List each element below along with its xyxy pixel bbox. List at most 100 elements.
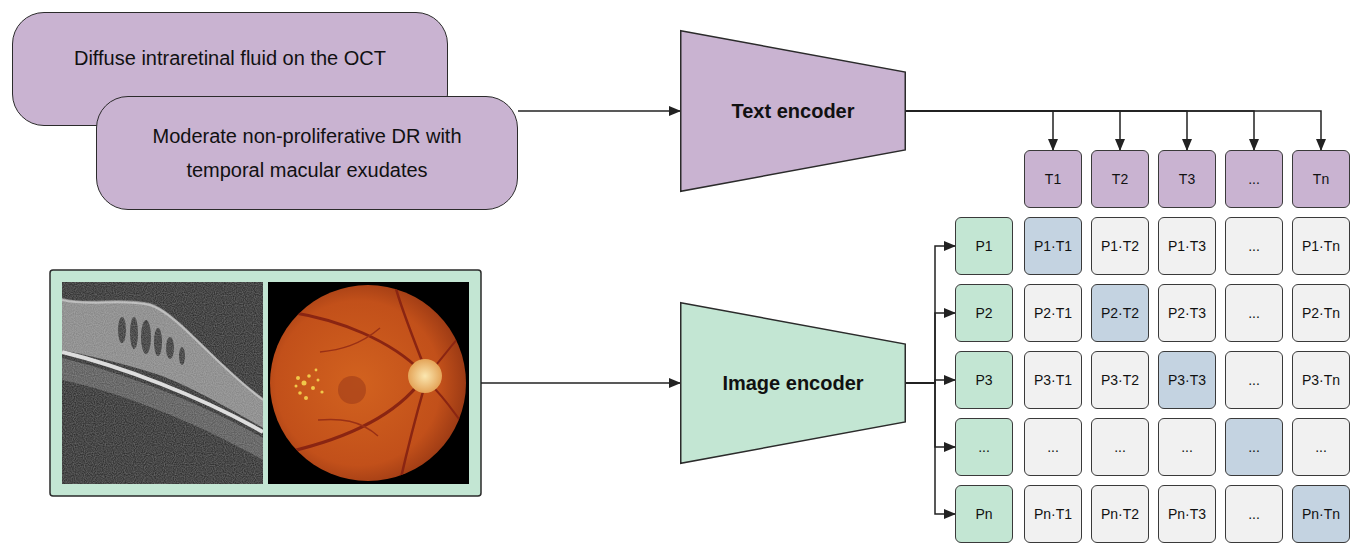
connector-arrow bbox=[906, 383, 955, 447]
matrix-cell: P1·T3 bbox=[1158, 217, 1216, 275]
oct-scan bbox=[62, 282, 263, 484]
cell-label: P1·T1 bbox=[1034, 238, 1072, 254]
matrix-cell: P3·Tn bbox=[1292, 351, 1350, 409]
finding-text-box: Moderate non-proliferative DR with tempo… bbox=[96, 96, 518, 210]
cell-label: Pn·Tn bbox=[1302, 506, 1340, 522]
cell-label: T1 bbox=[1045, 171, 1061, 187]
cell-label: ... bbox=[1248, 238, 1260, 254]
exudate bbox=[315, 369, 318, 372]
trapezoid-outline bbox=[681, 303, 906, 464]
cell-label: P2·T3 bbox=[1168, 305, 1206, 321]
connector-arrow bbox=[518, 110, 680, 112]
cell-label: ... bbox=[1047, 439, 1059, 455]
matrix-cell: P1 bbox=[955, 217, 1013, 275]
exudates bbox=[295, 369, 324, 400]
cell-label: ... bbox=[978, 439, 990, 455]
matrix-cell: ... bbox=[1225, 284, 1283, 342]
matrix-cell: P2·T2 bbox=[1091, 284, 1149, 342]
cell-label: Tn bbox=[1313, 171, 1329, 187]
cell-label: P2·T1 bbox=[1034, 305, 1072, 321]
matrix-cell: P3·T1 bbox=[1024, 351, 1082, 409]
cell-label: ... bbox=[1315, 439, 1327, 455]
cell-label: ... bbox=[1248, 305, 1260, 321]
cell-label: T3 bbox=[1179, 171, 1195, 187]
cell-label: P3·T2 bbox=[1101, 372, 1139, 388]
exudate bbox=[304, 396, 308, 400]
cell-label: T2 bbox=[1112, 171, 1128, 187]
encoder-label: Image encoder bbox=[722, 372, 863, 395]
exudate bbox=[307, 374, 311, 378]
oct-noise bbox=[62, 282, 263, 484]
finding-text: Moderate non-proliferative DR with tempo… bbox=[127, 119, 487, 187]
cell-label: Pn·T2 bbox=[1101, 506, 1139, 522]
vessel bbox=[290, 312, 422, 372]
oct-ground bbox=[62, 282, 263, 484]
matrix-cell: ... bbox=[1292, 418, 1350, 476]
cell-label: ... bbox=[1248, 506, 1260, 522]
exudate bbox=[298, 391, 302, 395]
exudate bbox=[302, 381, 307, 386]
matrix-cell: ... bbox=[1225, 485, 1283, 543]
vessel bbox=[288, 380, 422, 452]
image-frame bbox=[50, 270, 481, 496]
matrix-cell: ... bbox=[1225, 217, 1283, 275]
matrix-cell: P2·T3 bbox=[1158, 284, 1216, 342]
cell-label: P3·T1 bbox=[1034, 372, 1072, 388]
matrix-cell: P3 bbox=[955, 351, 1013, 409]
matrix-cell: P3·T3 bbox=[1158, 351, 1216, 409]
exudate bbox=[311, 386, 315, 390]
cell-label: P2·Tn bbox=[1302, 305, 1340, 321]
fundus-ground bbox=[268, 282, 469, 484]
fovea bbox=[338, 376, 366, 404]
finding-text: Diffuse intraretinal fluid on the OCT bbox=[74, 46, 386, 70]
cell-label: ... bbox=[1248, 171, 1260, 187]
matrix-cell: P1·Tn bbox=[1292, 217, 1350, 275]
fundus-detail bbox=[288, 285, 466, 482]
connector-arrow bbox=[906, 111, 1120, 150]
vessel bbox=[400, 388, 424, 482]
matrix-cell: ... bbox=[1091, 418, 1149, 476]
matrix-cell: T1 bbox=[1024, 150, 1082, 208]
connector-arrow bbox=[906, 313, 955, 383]
connector-arrow bbox=[906, 111, 1321, 150]
matrix-cell: P1·T2 bbox=[1091, 217, 1149, 275]
exudate bbox=[320, 390, 323, 393]
encoder-label: Text encoder bbox=[732, 100, 855, 123]
cell-label: P1·Tn bbox=[1302, 238, 1340, 254]
matrix-cell: T2 bbox=[1091, 150, 1149, 208]
matrix-cell: ... bbox=[1225, 351, 1283, 409]
optic-disc bbox=[408, 359, 442, 393]
cell-label: ... bbox=[1114, 439, 1126, 455]
matrix-cell: T3 bbox=[1158, 150, 1216, 208]
trapezoid-outline bbox=[681, 31, 906, 192]
encoder-block: Image encoder bbox=[680, 302, 906, 464]
cell-label: P1·T2 bbox=[1101, 238, 1139, 254]
connector-arrow bbox=[906, 383, 955, 514]
vessel bbox=[320, 328, 380, 352]
exudate bbox=[295, 385, 298, 388]
cell-label: P2 bbox=[975, 305, 992, 321]
vessel bbox=[395, 285, 424, 366]
cell-label: P2·T2 bbox=[1101, 305, 1139, 321]
matrix-cell: ... bbox=[1024, 418, 1082, 476]
connector-arrow bbox=[906, 111, 1053, 150]
cell-label: P3·T3 bbox=[1168, 372, 1206, 388]
matrix-cell: Pn·T1 bbox=[1024, 485, 1082, 543]
matrix-cell: P2·Tn bbox=[1292, 284, 1350, 342]
cell-label: P1·T3 bbox=[1168, 238, 1206, 254]
encoder-block: Text encoder bbox=[680, 30, 906, 192]
matrix-cell: Tn bbox=[1292, 150, 1350, 208]
cell-label: P1 bbox=[975, 238, 992, 254]
matrix-cell: ... bbox=[955, 418, 1013, 476]
matrix-cell: Pn·Tn bbox=[1292, 485, 1350, 543]
cell-label: ... bbox=[1248, 439, 1260, 455]
cell-label: P3 bbox=[975, 372, 992, 388]
matrix-cell: ... bbox=[1225, 418, 1283, 476]
matrix-cell: Pn bbox=[955, 485, 1013, 543]
matrix-cell: ... bbox=[1158, 418, 1216, 476]
cell-label: Pn·T1 bbox=[1034, 506, 1072, 522]
vessel bbox=[430, 384, 466, 428]
cell-label: Pn bbox=[975, 506, 992, 522]
matrix-cell: P2 bbox=[955, 284, 1013, 342]
